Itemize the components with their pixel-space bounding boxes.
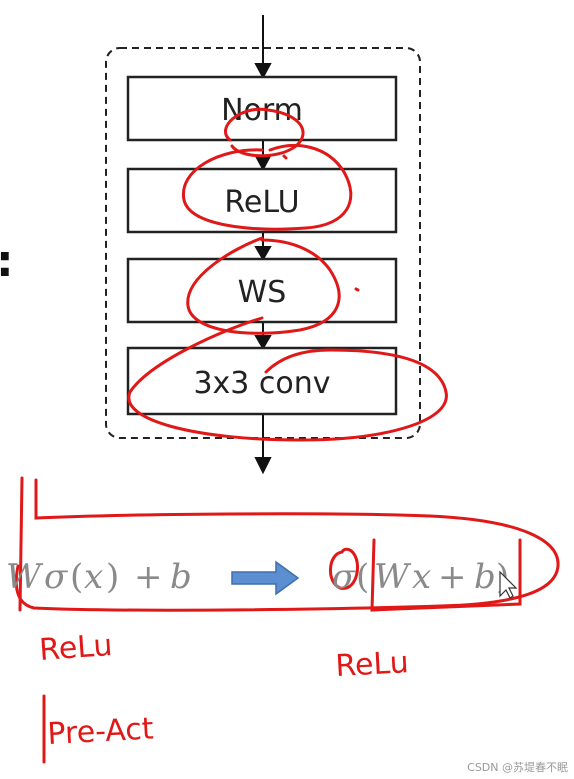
mouse-cursor-icon [499,570,518,599]
loop-conv [127,316,448,442]
formula-left-x: x [84,557,103,597]
formula-right-open: ( [356,557,369,597]
circle-sigma [329,547,359,590]
formula: W σ ( x ) + b σ ( W x + b ) [6,557,518,599]
block-ws: WS [126,257,398,324]
formula-right-w: W [374,557,412,597]
formula-left-w: W [6,557,44,597]
formula-left-plus: + [134,557,163,597]
note-right-relu: ReLu [335,645,410,684]
arrow-out-head [254,457,272,475]
note-pre-act: Pre-Act [47,711,155,752]
formula-enclosure [14,476,560,612]
arrow-relu-ws-head [254,246,272,261]
transform-arrow [231,560,300,596]
formula-right-plus: + [438,557,467,597]
formula-left-sigma: σ [44,557,68,597]
loop-norm [224,107,305,158]
formula-left-open: ( [70,557,83,597]
formula-right-sigma: σ [332,557,356,597]
block-conv: 3x3 conv [126,346,398,416]
arrow-norm-relu-head [254,155,272,172]
formula-right: σ ( W x + b ) [332,557,509,597]
dot-2 [354,287,360,292]
formula-left-close: ) [106,557,119,597]
enclosure-vertical [18,476,24,612]
block-ws-label: WS [238,275,287,310]
note-left-relu: ReLu [38,628,113,668]
watermark: CSDN @苏堤春不眠 [467,761,568,774]
formula-right-x: x [412,557,431,597]
dot-1 [282,154,288,160]
arrow-in-head [254,63,272,80]
loop-relu [182,143,353,231]
flow-arrows [254,15,272,475]
enclosure-right-box [370,538,522,612]
formula-right-b: b [474,557,496,597]
enclosure-loop [14,478,560,612]
block-relu-label: ReLU [224,185,299,220]
formula-left: W σ ( x ) + b [6,557,192,597]
colon-mark: : [0,236,14,287]
block-conv-label: 3x3 conv [193,366,330,401]
formula-left-b: b [170,557,192,597]
loop-ws [186,236,341,335]
block-relu: ReLU [126,167,398,234]
red-loops [127,107,448,442]
arrow-ws-conv-head [254,335,272,350]
